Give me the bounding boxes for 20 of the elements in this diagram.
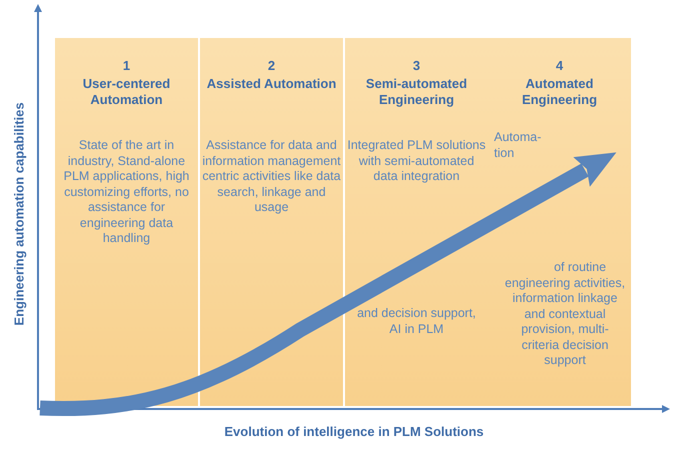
- stage-description: of routine engineering activities, information linkage and contextual provision, multi-criteria decision support: [504, 260, 626, 368]
- stage-number: 1: [122, 58, 132, 74]
- stage-title: Automated Engineering: [520, 76, 598, 108]
- stage-description: Automa- tion: [494, 130, 542, 161]
- axis-title: Engineering automation capabilities: [12, 102, 26, 326]
- stage-column: [200, 38, 343, 406]
- stage-number: 3: [412, 58, 422, 74]
- stage-title: Semi-automated Engineering: [364, 76, 468, 108]
- stage-column: [488, 38, 631, 406]
- stage-column: [55, 38, 198, 406]
- stage-column: [345, 38, 488, 406]
- stage-description: Integrated PLM solutions with semi-automated data integration: [347, 138, 486, 184]
- stage-description: Assistance for data and information management centric activities like data search, linkage and usage: [202, 138, 341, 216]
- stage-number: 4: [554, 58, 564, 74]
- stage-title: Assisted Automation: [206, 76, 338, 92]
- stage-description: and decision support, AI in PLM: [356, 306, 477, 337]
- stage-number: 2: [266, 58, 276, 74]
- stage-title: User-centered Automation: [82, 76, 172, 108]
- axis-title: Evolution of intelligence in PLM Solutions: [224, 424, 484, 439]
- stage-description: State of the art in industry, Stand-alone PLM applications, high customizing efforts, no assistance for engineering data handling: [62, 138, 190, 246]
